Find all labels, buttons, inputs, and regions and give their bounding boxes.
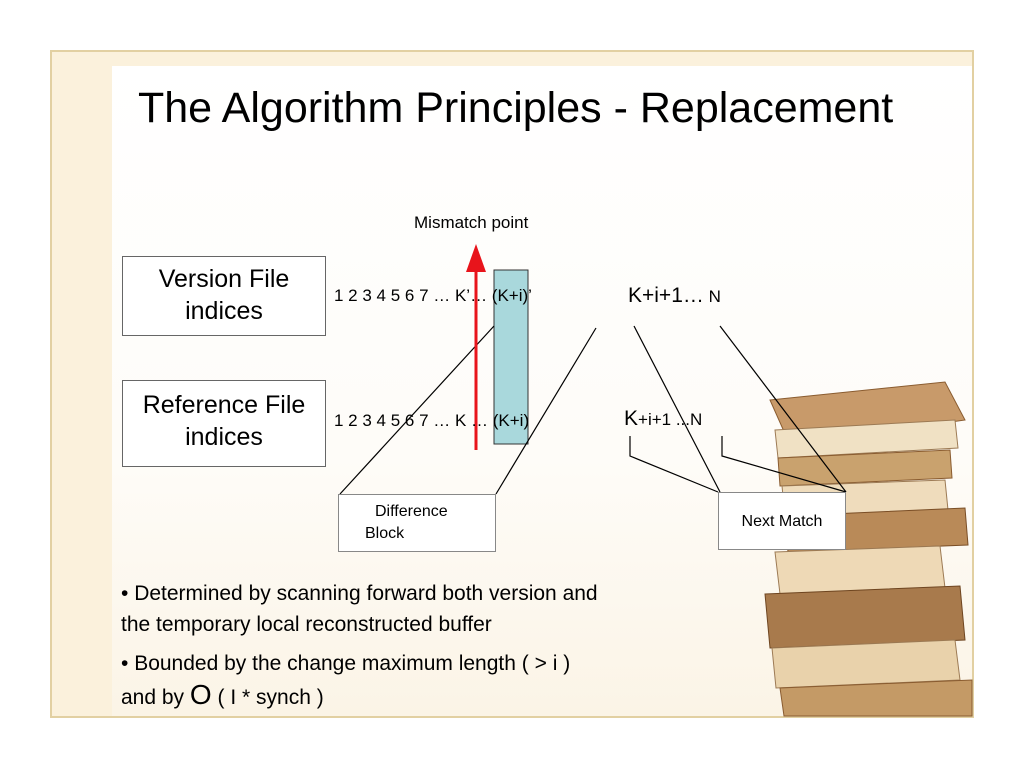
bullet-2-marker: • — [121, 652, 134, 675]
bullet-2-line1: Bounded by the change maximum length ( >… — [134, 652, 570, 675]
next-match-reference-left-connector — [630, 436, 718, 492]
difference-block-box: Difference Block — [338, 494, 496, 552]
reference-seq-k: K — [624, 407, 638, 430]
bullet-1-marker: • — [121, 582, 134, 605]
difference-block-line1: Difference — [375, 501, 495, 523]
difference-block-line2: Block — [365, 523, 495, 545]
bullet-determined: • Determined by scanning forward both ve… — [121, 578, 721, 640]
difference-block-left-connector — [340, 326, 494, 494]
reference-seq-rest: +i+1 ...N — [638, 410, 702, 429]
next-match-box: Next Match — [718, 492, 846, 550]
reference-seq-main: 1 2 3 4 5 6 7 … K … (K+i) — [334, 411, 529, 430]
mismatch-arrow-head — [466, 244, 486, 272]
reference-index-sequence: 1 2 3 4 5 6 7 … K … (K+i) — [334, 411, 529, 431]
reference-seq-tail: K+i+1 ...N — [624, 407, 702, 431]
next-match-label: Next Match — [742, 513, 823, 530]
bullet-2-line2-pre: and by — [121, 686, 190, 709]
bullet-1-line1: Determined by scanning forward both vers… — [134, 582, 597, 605]
version-seq-k-i-1: K+i+1… — [628, 284, 704, 307]
version-index-sequence: 1 2 3 4 5 6 7 … K’… (K+i)’ — [334, 286, 532, 306]
version-seq-main: 1 2 3 4 5 6 7 … K’… (K+i)’ — [334, 286, 532, 305]
version-seq-tail: K+i+1… N — [628, 284, 721, 308]
bullet-2-big-o: O — [190, 679, 212, 710]
bullet-bounded: • Bounded by the change maximum length (… — [121, 648, 721, 713]
bullet-1-line2: the temporary local reconstructed buffer — [121, 613, 492, 636]
version-seq-n: N — [709, 287, 721, 306]
next-match-reference-right-connector — [722, 436, 846, 492]
bullet-2-line2-post: ( I * synch ) — [212, 686, 324, 709]
next-match-version-right-connector — [720, 326, 846, 492]
